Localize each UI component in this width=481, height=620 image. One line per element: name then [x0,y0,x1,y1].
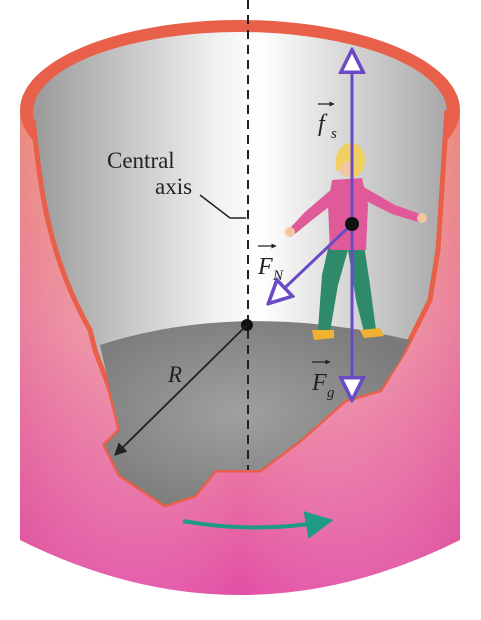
friction-force-subscript: s [331,126,337,142]
gravity-force-symbol: F [311,370,327,396]
radius-label: R [167,362,182,387]
rider-right-hand [417,213,427,223]
central-axis-label-line1: Central [107,148,175,173]
central-axis-label-line2: axis [155,174,192,199]
normal-force-subscript: N [272,268,284,284]
force-origin-dot [345,217,359,231]
rider-left-hand [285,227,295,237]
gravity-force-subscript: g [327,385,335,401]
normal-force-symbol: F [257,254,273,280]
